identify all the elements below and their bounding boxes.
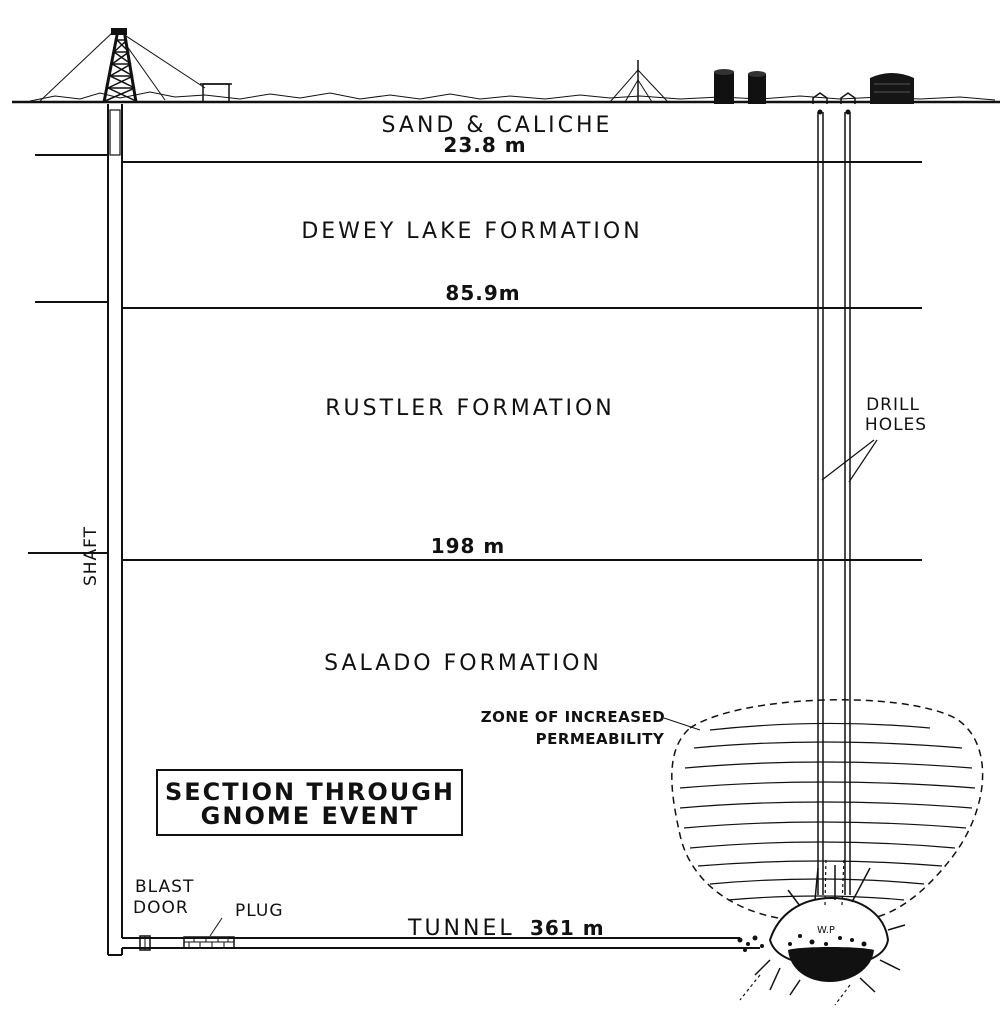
layer-dewey-lake: DEWEY LAKE FORMATION (301, 219, 642, 244)
permeability-zone (663, 699, 984, 921)
working-point-label: W.P (817, 925, 835, 936)
drill-holes (817, 112, 851, 895)
plug (183, 936, 235, 949)
zone-label-line2: PERMEABILITY (536, 730, 665, 748)
drill-holes-label-line1: DRILL (866, 395, 920, 415)
title-line2: GNOME EVENT (201, 802, 420, 830)
tunnel-depth: 361 m (530, 916, 605, 940)
title-line1: SECTION THROUGH (165, 778, 455, 806)
tunnel-label: TUNNEL (407, 916, 515, 941)
drill-wellheads (812, 92, 856, 115)
depth-label-3: 198 m (431, 534, 506, 558)
depth-label-1: 23.8 m (443, 133, 526, 157)
explosion-cavity (737, 857, 906, 1006)
zone-label-line1: ZONE OF INCREASED (481, 708, 665, 726)
storage-tanks (714, 69, 914, 104)
drill-holes-leaders (821, 439, 878, 483)
layer-rustler: RUSTLER FORMATION (325, 396, 615, 421)
blast-door-label-line1: BLAST (135, 877, 194, 897)
antenna-mast (609, 60, 669, 103)
drill-holes-label-line2: HOLES (865, 415, 927, 435)
shaft-label: SHAFT (81, 526, 101, 586)
blast-door (139, 935, 151, 951)
plug-leader (209, 917, 223, 937)
layer-salado: SALADO FORMATION (324, 651, 602, 676)
plug-label: PLUG (235, 901, 284, 921)
layer-sand-caliche: SAND & CALICHE (382, 113, 613, 138)
depth-label-2: 85.9m (445, 281, 520, 305)
title-box (156, 769, 463, 836)
headframe-derrick (39, 28, 232, 103)
strata-boundaries (28, 154, 922, 561)
surface-terrain (12, 91, 1000, 104)
blast-door-label-line2: DOOR (133, 898, 189, 918)
shaft (107, 104, 123, 956)
